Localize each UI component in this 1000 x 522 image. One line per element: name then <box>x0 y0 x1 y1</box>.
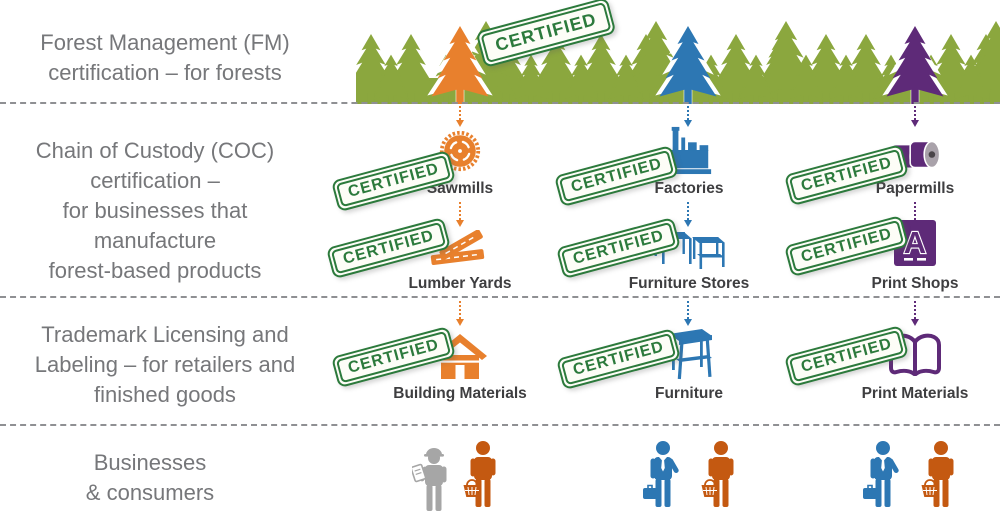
print-shops-label: Print Shops <box>871 275 959 292</box>
forest-band <box>356 14 1000 104</box>
flow-arrow <box>911 301 919 326</box>
certified-stamp: CERTIFIED <box>325 216 452 280</box>
furniture-label: Furniture <box>654 385 724 402</box>
label-line: & consumers <box>85 480 215 505</box>
worker-icon <box>410 446 452 517</box>
flow-arrow <box>684 106 692 127</box>
lumber-yards-icon <box>428 230 492 268</box>
label-line: certification – <box>90 168 220 193</box>
businessman-icon <box>858 440 908 515</box>
label-line: finished goods <box>94 382 236 407</box>
consumer-icon <box>460 440 502 515</box>
flow-arrow <box>911 106 919 127</box>
certified-stamp: CERTIFIED <box>555 327 682 391</box>
consumer-icon <box>918 440 960 515</box>
sawmills-icon <box>437 128 483 174</box>
lumber-yards-label: Lumber Yards <box>408 275 512 292</box>
label-line: manufacture <box>93 228 217 253</box>
label-line: Chain of Custody (COC) <box>35 138 275 163</box>
divider-line <box>0 102 1000 104</box>
certified-stamp: CERTIFIED <box>330 149 457 213</box>
certified-stamp: CERTIFIED <box>783 324 910 388</box>
certified-stamp-text: CERTIFIED <box>788 219 905 273</box>
divider-line <box>0 424 1000 426</box>
row-label-forest-management: Forest Management (FM) certification – f… <box>0 28 330 88</box>
certified-stamp-text: CERTIFIED <box>335 154 452 208</box>
divider-line <box>0 296 1000 298</box>
label-line: for businesses that <box>62 198 248 223</box>
label-line: Trademark Licensing and <box>41 322 289 347</box>
label-line: Businesses <box>93 450 207 475</box>
building-materials-label: Building Materials <box>393 385 527 402</box>
papermills-label: Papermills <box>875 180 955 197</box>
svg-text:A: A <box>904 225 926 260</box>
row-label-businesses-consumers: Businesses & consumers <box>0 448 300 508</box>
flow-arrow <box>684 202 692 227</box>
certified-stamp-text: CERTIFIED <box>560 332 677 386</box>
label-line: certification – for forests <box>48 60 282 85</box>
flow-arrow <box>456 202 464 227</box>
factories-icon <box>664 125 714 175</box>
businessman-icon <box>638 440 688 515</box>
label-line: Labeling – for retailers and <box>34 352 296 377</box>
flow-arrow <box>684 301 692 326</box>
row-label-trademark-licensing: Trademark Licensing and Labeling – for r… <box>0 320 330 410</box>
factories-label: Factories <box>654 180 724 197</box>
furniture-stores-label: Furniture Stores <box>628 275 750 292</box>
print-materials-label: Print Materials <box>861 385 969 402</box>
flow-arrow <box>456 106 464 127</box>
consumer-icon <box>698 440 740 515</box>
row-label-chain-of-custody: Chain of Custody (COC) certification – f… <box>0 136 310 286</box>
print-shops-icon: A <box>892 219 938 267</box>
label-line: Forest Management (FM) <box>40 30 290 55</box>
label-line: forest-based products <box>48 258 262 283</box>
certified-stamp: CERTIFIED <box>783 214 910 278</box>
flow-arrow <box>456 301 464 326</box>
